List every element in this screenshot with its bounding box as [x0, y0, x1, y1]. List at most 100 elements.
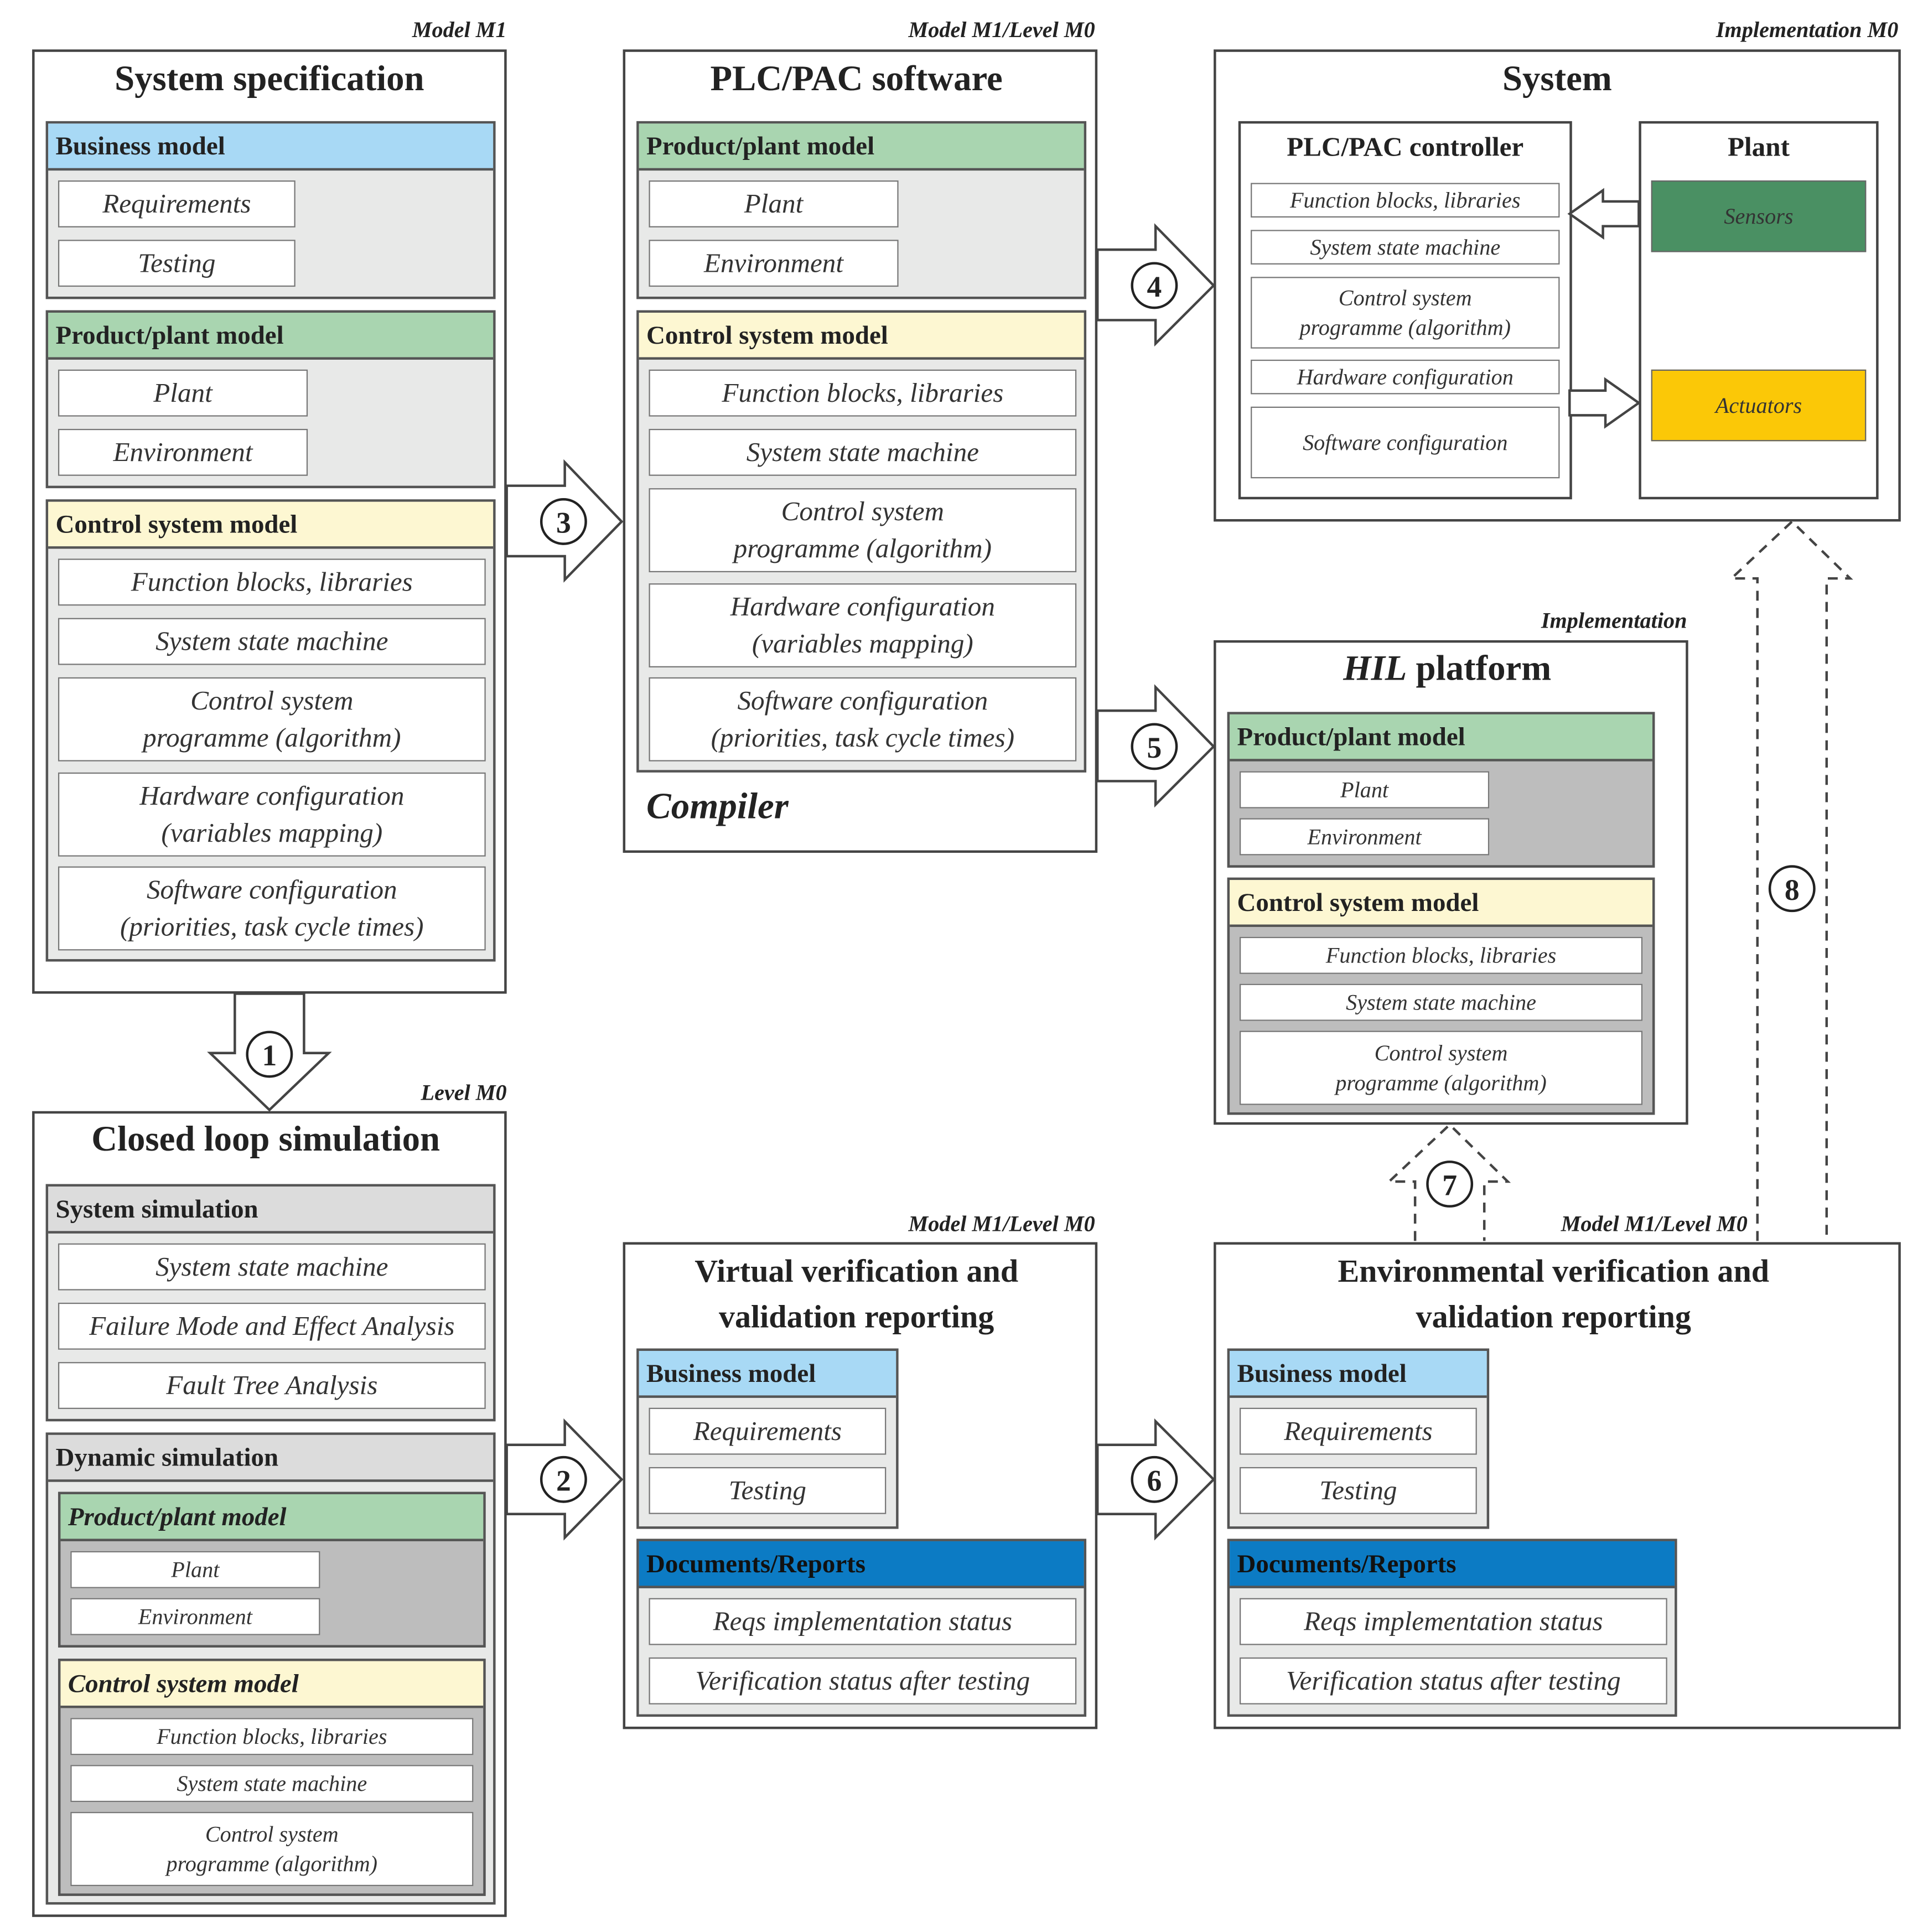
hil-environment-item: Environment — [1239, 818, 1490, 856]
env-level-label: Model M1/Level M0 — [1561, 1211, 1748, 1236]
arrow-7-number: 7 — [1442, 1169, 1457, 1202]
controller-state-machine-item: System state machine — [1251, 230, 1560, 265]
virtual-business-header: Business model — [639, 1350, 896, 1398]
sim-state-machine-item: System state machine — [58, 1243, 486, 1291]
spec-plant-header: Product/plant model — [48, 313, 494, 360]
arrow-4-circle — [1131, 262, 1178, 309]
sim-function-blocks-item: Function blocks, libraries — [70, 1718, 474, 1755]
system-level-label: Implementation M0 — [1715, 17, 1899, 42]
arrow-3-number: 3 — [556, 506, 571, 540]
arrow-4-number: 4 — [1147, 270, 1162, 303]
hil-control-programme-item: Control system programme (algorithm) — [1239, 1030, 1643, 1105]
plc-control-programme-item: Control system programme (algorithm) — [649, 488, 1077, 573]
spec-plant-item: Plant — [58, 369, 308, 417]
spec-control-panel: Control system model Function blocks, li… — [45, 499, 496, 962]
sim-control-panel: Control system model Function blocks, li… — [58, 1659, 486, 1896]
arrow-1-number: 1 — [262, 1039, 277, 1072]
spec-testing-item: Testing — [58, 240, 296, 287]
plc-plant-item: Plant — [649, 180, 899, 227]
plc-function-blocks-item: Function blocks, libraries — [649, 369, 1077, 417]
actuators-block: Actuators — [1651, 369, 1867, 442]
plant-box: Plant Sensors Actuators — [1639, 121, 1879, 500]
spec-environment-item: Environment — [58, 428, 308, 476]
spec-function-blocks-item: Function blocks, libraries — [58, 558, 486, 606]
controller-function-blocks-item: Function blocks, libraries — [1251, 183, 1560, 218]
arrow-8-shape — [1728, 520, 1853, 1241]
arrow-6-circle — [1131, 1456, 1178, 1503]
virtual-business-panel: Business model Requirements Testing — [636, 1348, 899, 1529]
sim-dynamic-panel: Dynamic simulation Product/plant model P… — [45, 1432, 496, 1905]
arrow-8-number: 8 — [1785, 873, 1800, 907]
env-business-header: Business model — [1230, 1350, 1487, 1398]
env-business-panel: Business model Requirements Testing — [1227, 1348, 1490, 1529]
env-testing-item: Testing — [1239, 1467, 1477, 1514]
sim-fmea-item: Failure Mode and Effect Analysis — [58, 1302, 486, 1350]
virtual-reqs-status-item: Reqs implementation status — [649, 1598, 1077, 1645]
plc-plant-panel: Product/plant model Plant Environment — [636, 121, 1087, 299]
arrow-5-number: 5 — [1147, 731, 1162, 764]
virtual-verification-status-item: Verification status after testing — [649, 1657, 1077, 1705]
plc-control-panel: Control system model Function blocks, li… — [636, 310, 1087, 773]
plc-software-box: PLC/PAC software Product/plant model Pla… — [623, 49, 1098, 853]
virtual-level-label: Model M1/Level M0 — [908, 1211, 1095, 1236]
plc-hardware-config-item: Hardware configuration (variables mappin… — [649, 583, 1077, 667]
system-specification-box: System specification Business model Requ… — [32, 49, 507, 994]
controller-programme-item: Control system programme (algorithm) — [1251, 277, 1560, 349]
arrow-7-circle — [1426, 1161, 1474, 1208]
hil-title: HIL platform — [1216, 649, 1678, 690]
sim-system-panel: System simulation System state machine F… — [45, 1184, 496, 1422]
compiler-label: Compiler — [646, 786, 789, 827]
hil-level-label: Implementation — [1541, 608, 1687, 633]
hil-function-blocks-item: Function blocks, libraries — [1239, 936, 1643, 974]
spec-software-config-item: Software configuration (priorities, task… — [58, 866, 486, 951]
arrow-2-circle — [540, 1456, 587, 1503]
sim-state-machine-control-item: System state machine — [70, 1765, 474, 1802]
env-docs-panel: Documents/Reports Reqs implementation st… — [1227, 1539, 1677, 1717]
sim-environment-item: Environment — [70, 1598, 320, 1635]
hil-state-machine-item: System state machine — [1239, 983, 1643, 1021]
spec-state-machine-item: System state machine — [58, 618, 486, 665]
hil-title-italic: HIL — [1343, 649, 1407, 688]
virtual-docs-header: Documents/Reports — [639, 1541, 1084, 1588]
sim-system-header: System simulation — [48, 1186, 494, 1234]
hil-plant-panel: Product/plant model Plant Environment — [1227, 712, 1655, 868]
plant-title: Plant — [1728, 131, 1790, 162]
sensors-to-controller-arrow — [1567, 188, 1640, 240]
sim-plant-header: Product/plant model — [60, 1494, 484, 1541]
virtual-requirements-item: Requirements — [649, 1407, 887, 1455]
virtual-docs-panel: Documents/Reports Reqs implementation st… — [636, 1539, 1087, 1717]
sim-control-header: Control system model — [60, 1661, 484, 1708]
plc-title: PLC/PAC software — [710, 59, 1003, 99]
hil-platform-box: HIL platform Product/plant model Plant E… — [1214, 640, 1688, 1125]
env-verification-status-item: Verification status after testing — [1239, 1657, 1667, 1705]
hil-title-rest: platform — [1407, 649, 1552, 688]
arrow-8-circle — [1768, 865, 1816, 913]
arrow-1-circle — [246, 1030, 293, 1078]
plc-plant-header: Product/plant model — [639, 123, 1084, 171]
hil-control-panel: Control system model Function blocks, li… — [1227, 877, 1655, 1115]
env-docs-header: Documents/Reports — [1230, 1541, 1675, 1588]
plc-controller-title: PLC/PAC controller — [1287, 131, 1524, 162]
sim-control-programme-item: Control system programme (algorithm) — [70, 1812, 474, 1887]
controller-software-config-item: Software configuration — [1251, 406, 1560, 479]
hil-plant-header: Product/plant model — [1230, 714, 1652, 762]
spec-business-header: Business model — [48, 123, 494, 171]
environmental-vv-box: Environmental verification and validatio… — [1214, 1242, 1901, 1729]
spec-plant-panel: Product/plant model Plant Environment — [45, 310, 496, 489]
spec-control-header: Control system model — [48, 501, 494, 549]
spec-business-panel: Business model Requirements Testing — [45, 121, 496, 299]
spec-control-programme-item: Control system programme (algorithm) — [58, 677, 486, 762]
spec-level-label: Model M1 — [412, 17, 507, 42]
virtual-vv-box: Virtual verification and validation repo… — [623, 1242, 1098, 1729]
sim-plant-panel: Product/plant model Plant Environment — [58, 1491, 486, 1648]
sim-dynamic-header: Dynamic simulation — [48, 1434, 494, 1482]
env-requirements-item: Requirements — [1239, 1407, 1477, 1455]
closed-loop-simulation-box: Closed loop simulation System simulation… — [32, 1111, 507, 1917]
env-title: Environmental verification and validatio… — [1338, 1253, 1770, 1335]
hil-plant-item: Plant — [1239, 771, 1490, 809]
plc-control-header: Control system model — [639, 313, 1084, 360]
controller-hardware-config-item: Hardware configuration — [1251, 359, 1560, 395]
hil-control-header: Control system model — [1230, 880, 1652, 927]
sim-level-label: Level M0 — [421, 1080, 507, 1105]
